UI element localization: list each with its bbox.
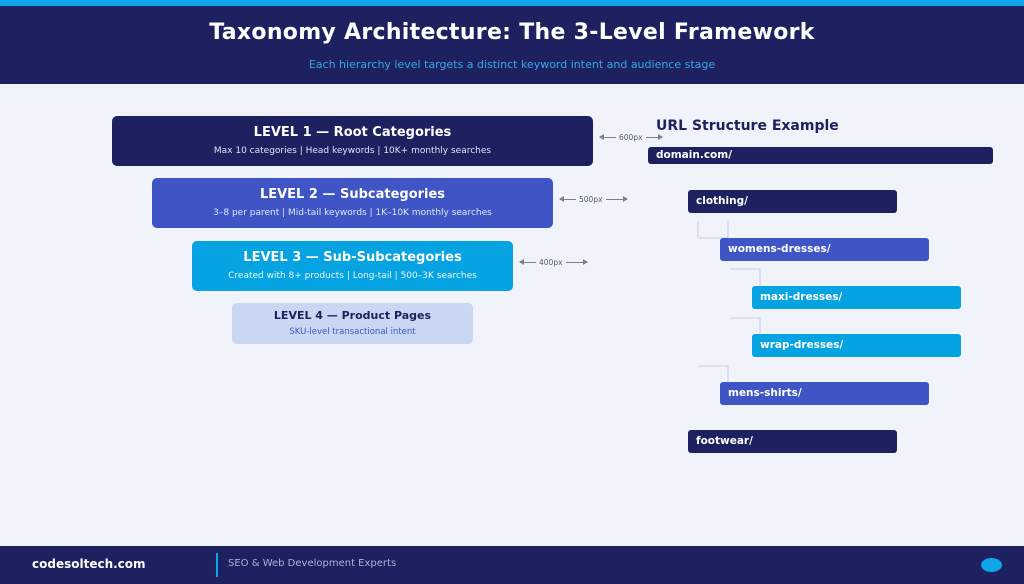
arrow-left-icon: [519, 258, 536, 265]
brand-dot-icon: [981, 558, 1002, 572]
top-accent-bar: [0, 0, 1024, 6]
page-title: Taxonomy Architecture: The 3-Level Frame…: [209, 20, 815, 45]
url-node-footwear: footwear/: [688, 430, 897, 453]
url-structure-title: URL Structure Example: [656, 118, 839, 134]
url-node-mens-shirts: mens-shirts/: [720, 382, 929, 405]
url-node-domain: domain.com/: [648, 147, 993, 164]
arrow-right-icon: [605, 195, 628, 202]
arrow-right-icon: [645, 133, 663, 140]
url-node-womens-dresses: womens-dresses/: [720, 238, 929, 261]
url-node-clothing: clothing/: [688, 190, 897, 213]
level-3-box: LEVEL 3 — Sub-Subcategories Created with…: [192, 241, 513, 291]
level-2-box: LEVEL 2 — Subcategories 3–8 per parent |…: [152, 178, 553, 228]
level-1-width-label: 600px: [619, 132, 643, 142]
level-1-width-annotation: 600px: [599, 131, 663, 143]
level-3-title: LEVEL 3 — Sub-Subcategories: [243, 250, 462, 265]
level-3-width-label: 400px: [539, 257, 563, 267]
url-node-wrap-dresses: wrap-dresses/: [752, 334, 961, 357]
level-3-description: Created with 8+ products | Long-tail | 5…: [228, 271, 477, 281]
level-1-title: LEVEL 1 — Root Categories: [253, 125, 452, 140]
level-2-width-annotation: 500px: [559, 193, 628, 205]
arrow-left-icon: [599, 133, 616, 140]
level-1-description: Max 10 categories | Head keywords | 10K+…: [213, 146, 492, 156]
arrow-left-icon: [559, 195, 576, 202]
header: Taxonomy Architecture: The 3-Level Frame…: [0, 6, 1024, 84]
footer: codesoltech.com SEO & Web Development Ex…: [0, 546, 1024, 584]
level-4-title: LEVEL 4 — Product Pages: [273, 309, 432, 322]
footer-brand: codesoltech.com: [32, 557, 146, 571]
level-1-box: LEVEL 1 — Root Categories Max 10 categor…: [112, 116, 593, 166]
arrow-right-icon: [565, 258, 588, 265]
footer-divider: [216, 553, 218, 577]
level-4-box: LEVEL 4 — Product Pages SKU-level transa…: [232, 303, 473, 344]
level-2-title: LEVEL 2 — Subcategories: [259, 187, 446, 202]
level-3-width-annotation: 400px: [519, 256, 588, 268]
footer-tagline: SEO & Web Development Experts: [228, 558, 397, 569]
level-2-description: 3–8 per parent | Mid-tail keywords | 1K–…: [213, 208, 492, 218]
page-subtitle: Each hierarchy level targets a distinct …: [308, 58, 716, 71]
level-2-width-label: 500px: [579, 194, 603, 204]
level-4-description: SKU-level transactional intent: [289, 327, 416, 337]
url-node-maxi-dresses: maxi-dresses/: [752, 286, 961, 309]
